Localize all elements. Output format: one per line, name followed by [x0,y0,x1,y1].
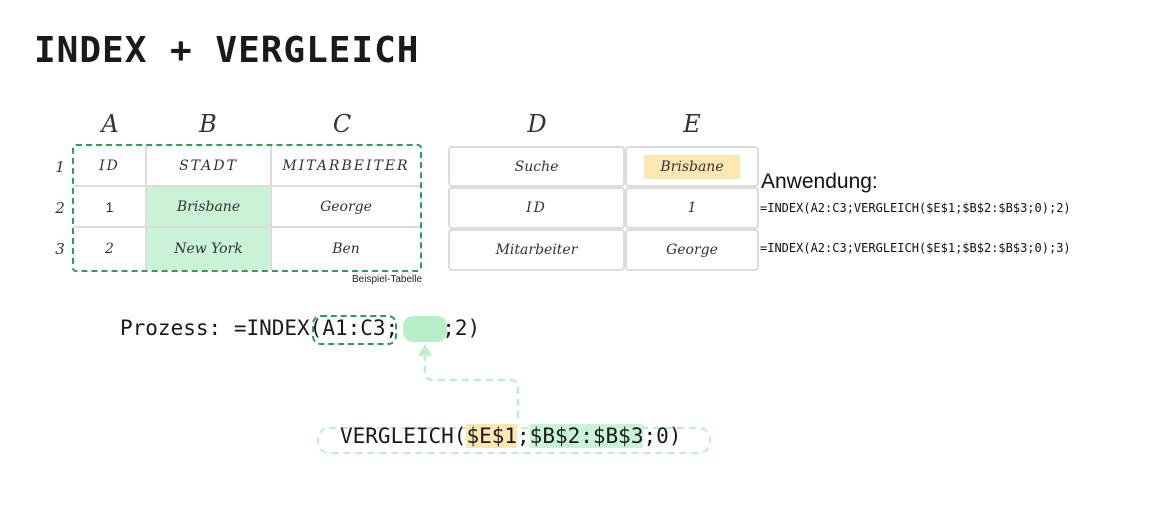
value-suche-cell: Brisbane [625,146,759,187]
column-header-e: E [683,110,701,138]
highlight-brisbane [147,187,270,227]
cell-b1: STADT [179,158,238,174]
process-suffix: ;2) [442,316,481,340]
table-selection-outline [72,144,422,272]
value-mitarbeiter: George [625,229,759,271]
vergleich-suffix: ;0) [643,424,682,448]
process-prefix: =INDEX( [233,316,323,340]
cell-c2: George [320,199,372,215]
page-title: INDEX + VERGLEICH [34,30,420,71]
connector-line [423,354,520,418]
grid-line [145,146,147,270]
column-header-c: C [332,110,352,138]
row-header-3: 3 [55,240,65,258]
range-outline [312,315,397,345]
grid-line [74,226,420,228]
vergleich-arg1: $E$1 [466,424,518,448]
row-header-1: 1 [55,158,65,176]
formula-id: =INDEX(A2:C3;VERGLEICH($E$1;$B$2:$B$3;0)… [760,201,1071,215]
cell-b2: Brisbane [176,199,241,215]
formula-mitarbeiter: =INDEX(A2:C3;VERGLEICH($E$1;$B$2:$B$3;0)… [760,241,1071,255]
cell-b3: New York [174,241,243,257]
process-range: A1:C3 [322,316,385,340]
value-id: 1 [625,187,759,229]
cell-a3: 2 [105,241,114,257]
row-header-2: 2 [55,199,65,217]
cell-a1: ID [99,158,120,174]
cell-a2: 1 [105,199,114,215]
column-header-a: A [101,110,119,138]
process-label: Prozess: [120,316,222,340]
vergleich-prefix: VERGLEICH( [340,424,467,448]
anwendung-title: Anwendung: [761,170,878,193]
process-formula: Prozess: =INDEX(A1:C3;;2) [120,316,480,340]
cell-c1: MITARBEITER [282,158,410,174]
search-value: Brisbane [644,154,740,179]
arrow-head-icon [418,344,432,356]
vergleich-arg2: $B$2:$B$3 [529,424,644,448]
column-header-d: D [527,110,547,138]
table-caption: Beispiel-Tabelle [352,274,423,285]
highlight-new-york [147,228,270,270]
process-range-text: A1:C3 [322,316,386,340]
vergleich-sep1: ; [517,424,530,448]
vergleich-formula: VERGLEICH($E$1;$B$2:$B$3;0) [340,424,681,448]
cell-c3: Ben [332,241,360,257]
placeholder-pill [403,316,447,342]
label-mitarbeiter: Mitarbeiter [448,229,625,271]
label-suche: Suche [448,146,625,187]
column-header-b: B [199,110,217,138]
grid-line [270,146,272,270]
label-id: ID [448,187,625,229]
grid-line [74,185,420,187]
